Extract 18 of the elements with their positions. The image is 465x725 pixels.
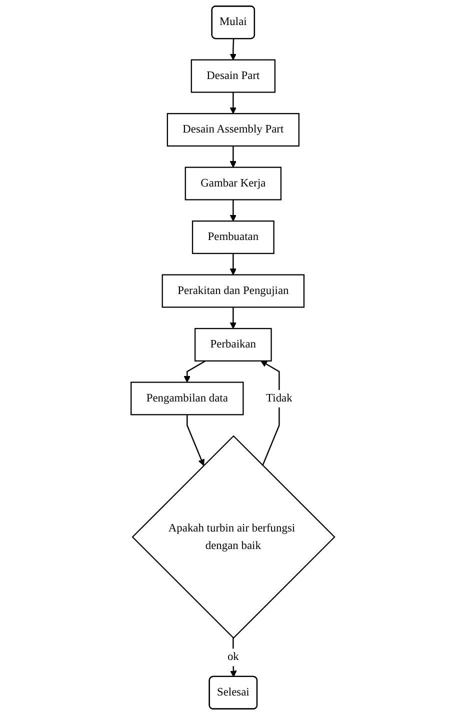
arrow: [183, 360, 206, 383]
node-box: Gambar Kerja: [184, 166, 282, 200]
arrow: [186, 414, 204, 466]
node-diamond: Apakah turbin air berfungsi dengan baik: [131, 435, 336, 639]
node-box: Desain Assembly Part: [166, 113, 300, 147]
node-box: Pembuatan: [192, 220, 274, 254]
arrow: [229, 38, 236, 60]
node-box: Perbaikan: [194, 328, 272, 362]
arrow: [229, 200, 236, 222]
arrow: [229, 146, 236, 168]
arrow: [229, 307, 236, 329]
edge-label: Tidak: [266, 392, 292, 404]
node-box: Desain Part: [190, 59, 276, 93]
arrow: [229, 253, 236, 276]
node-box: Perakitan dan Pengujian: [161, 274, 304, 308]
arrow: [229, 92, 236, 114]
edge-label: ok: [227, 650, 239, 664]
node-box: Pengambilan data: [130, 382, 244, 416]
